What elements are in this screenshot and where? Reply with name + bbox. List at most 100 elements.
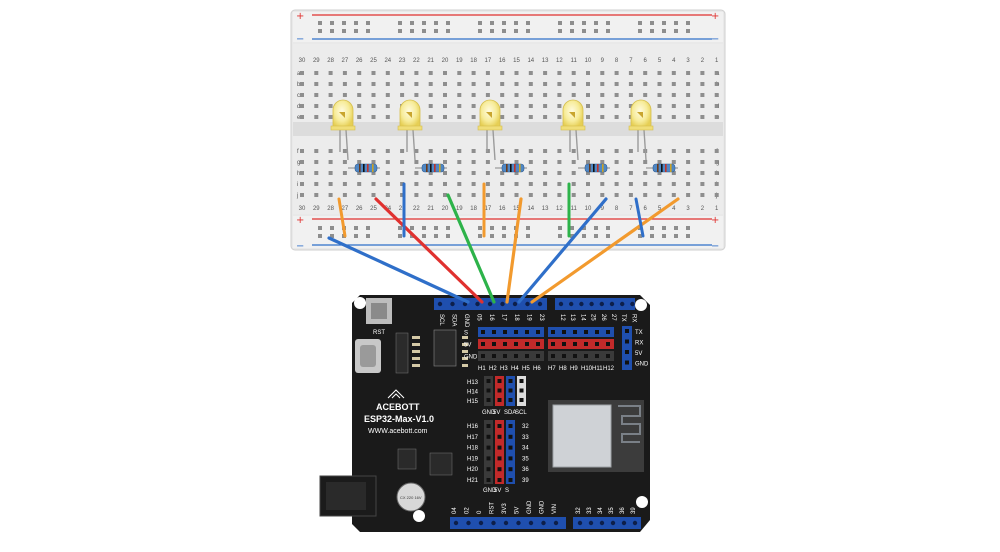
hole bbox=[471, 82, 476, 86]
row-label: GND bbox=[464, 355, 478, 361]
hole bbox=[314, 71, 319, 75]
pin-label: RST bbox=[490, 502, 496, 514]
hole bbox=[657, 104, 662, 108]
hole bbox=[371, 171, 376, 175]
hole bbox=[428, 160, 433, 164]
pin-label: 14 bbox=[579, 314, 585, 321]
hole bbox=[543, 171, 548, 175]
hole bbox=[714, 160, 719, 164]
reset-button-cap[interactable] bbox=[371, 303, 387, 319]
hole bbox=[514, 160, 519, 164]
hole bbox=[700, 93, 705, 97]
rail-hole bbox=[558, 21, 562, 25]
rail-holes bbox=[318, 21, 690, 33]
hole bbox=[643, 93, 648, 97]
hole bbox=[471, 115, 476, 119]
hole bbox=[443, 182, 447, 186]
rail-hole bbox=[342, 29, 346, 33]
hole bbox=[586, 149, 590, 153]
pin-number: 35 bbox=[522, 456, 529, 462]
rail-hole bbox=[422, 29, 426, 33]
rail-hole bbox=[662, 29, 666, 33]
rail-hole bbox=[318, 21, 322, 25]
center-channel bbox=[293, 122, 723, 136]
hole bbox=[371, 82, 376, 86]
column-number: 4 bbox=[672, 58, 676, 64]
column-number: 22 bbox=[413, 206, 420, 212]
hole bbox=[400, 193, 405, 197]
hole bbox=[714, 182, 719, 186]
hole bbox=[314, 160, 319, 164]
hole bbox=[586, 171, 590, 175]
hole bbox=[700, 149, 705, 153]
header-label: H11 bbox=[592, 366, 603, 372]
column-number: 29 bbox=[313, 58, 320, 64]
rail-hole bbox=[570, 226, 574, 230]
hole bbox=[600, 104, 605, 108]
column-number: 11 bbox=[571, 58, 578, 64]
column-number: 18 bbox=[470, 206, 477, 212]
uart-label: TX bbox=[635, 330, 643, 336]
rail-hole bbox=[398, 226, 402, 230]
rail-hole bbox=[490, 234, 494, 238]
hole bbox=[643, 171, 648, 175]
hole bbox=[500, 82, 505, 86]
hole bbox=[528, 104, 533, 108]
pin-label: 12 bbox=[559, 314, 565, 321]
pin-label: TX bbox=[620, 314, 626, 322]
column-number: 3 bbox=[686, 58, 690, 64]
hole bbox=[500, 71, 505, 75]
hole bbox=[586, 193, 590, 197]
hole bbox=[314, 149, 319, 153]
hole bbox=[657, 171, 662, 175]
column-number: 14 bbox=[527, 206, 534, 212]
column-number: 13 bbox=[542, 58, 549, 64]
hole bbox=[443, 149, 447, 153]
header-label: H3 bbox=[500, 366, 508, 372]
pin-label: 25 bbox=[590, 314, 596, 321]
hole bbox=[400, 171, 405, 175]
rail-hole bbox=[570, 21, 574, 25]
hole bbox=[314, 115, 319, 119]
hole bbox=[342, 93, 347, 97]
hole bbox=[700, 171, 705, 175]
hole bbox=[457, 149, 462, 153]
hole bbox=[528, 82, 533, 86]
hole bbox=[400, 82, 405, 86]
rail-hole bbox=[434, 226, 438, 230]
hole bbox=[543, 115, 548, 119]
hole bbox=[457, 171, 462, 175]
header-label: H21 bbox=[467, 478, 479, 484]
hole bbox=[443, 71, 447, 75]
rail-hole bbox=[422, 234, 426, 238]
hole bbox=[428, 115, 433, 119]
hole bbox=[400, 149, 405, 153]
hole bbox=[686, 82, 691, 86]
column-number: 27 bbox=[342, 206, 349, 212]
pin-label: GND bbox=[540, 500, 546, 514]
hole bbox=[643, 71, 648, 75]
hole bbox=[557, 171, 562, 175]
hole bbox=[514, 193, 519, 197]
hole bbox=[586, 160, 590, 164]
hole bbox=[528, 171, 533, 175]
hole bbox=[342, 182, 347, 186]
hole bbox=[628, 71, 633, 75]
column-number: 18 bbox=[470, 58, 477, 64]
hole bbox=[385, 104, 390, 108]
header-label: GND bbox=[482, 410, 496, 416]
pin-label: 36 bbox=[620, 507, 626, 514]
hole bbox=[414, 182, 419, 186]
rail-hole bbox=[478, 234, 482, 238]
column-number: 2 bbox=[701, 58, 705, 64]
rail-hole bbox=[422, 226, 426, 230]
hole bbox=[700, 71, 705, 75]
breadboard: + + − − 30302929282827272626252524242323… bbox=[290, 9, 726, 252]
hole bbox=[314, 171, 319, 175]
leds bbox=[330, 99, 654, 161]
hole bbox=[371, 93, 376, 97]
rail-plus-label: + bbox=[296, 11, 304, 22]
hole bbox=[714, 171, 719, 175]
hole bbox=[657, 71, 662, 75]
column-number: 30 bbox=[299, 58, 306, 64]
